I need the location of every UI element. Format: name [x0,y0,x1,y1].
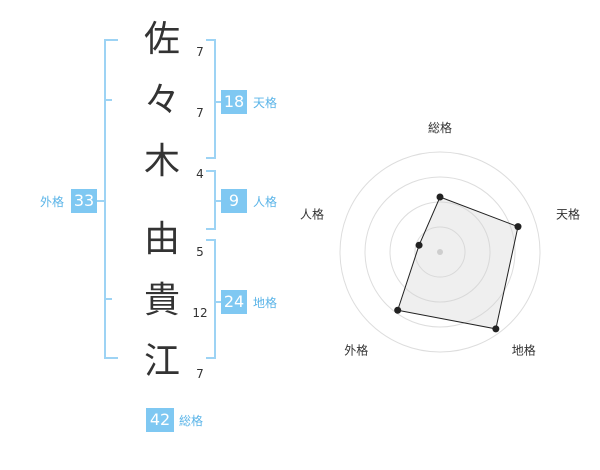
radar-ring [339,151,541,353]
soukaku-badge: 42 [146,408,174,432]
chikaku-label: 地格 [253,296,278,310]
jinkaku-label: 人格 [253,195,278,209]
name-char-5: 貴 [143,280,180,321]
stroke-count-5: 12 [192,306,208,320]
name-char-3: 木 [143,141,180,182]
stroke-count-1: 7 [196,45,204,59]
radar-center [437,249,443,255]
name-char-4: 由 [143,219,180,260]
stroke-count-3: 4 [196,167,204,181]
radar-ring [414,226,466,278]
radar-axis-label: 地格 [512,343,536,358]
tenkaku-label: 天格 [253,96,278,110]
stroke-count-6: 7 [196,367,204,381]
name-char-6: 江 [143,341,180,382]
tenkaku-badge: 18 [221,90,247,114]
radar-point-5 [415,241,423,249]
radar-point-3 [492,325,500,333]
gaikaku-badge: 33 [71,189,97,213]
radar-axis-label: 人格 [300,206,324,221]
name-char-2: 々 [143,80,180,121]
name-char-1: 佐 [143,19,180,60]
chikaku-badge: 24 [221,290,247,314]
radar-point-4 [394,306,402,314]
radar-ring [389,201,491,303]
radar-ring [364,176,516,328]
radar-polygon [397,196,519,330]
radar-point-2 [514,223,522,231]
soukaku-label: 総格 [179,414,204,428]
stroke-count-2: 7 [196,106,204,120]
radar-axis-label: 天格 [556,206,580,221]
jinkaku-badge: 9 [221,189,247,213]
radar-point-1 [436,193,444,201]
radar-axis-label: 総格 [428,120,452,135]
radar-axis-label: 外格 [344,343,368,358]
stroke-count-4: 5 [196,245,204,259]
gaikaku-label: 外格 [40,195,65,209]
